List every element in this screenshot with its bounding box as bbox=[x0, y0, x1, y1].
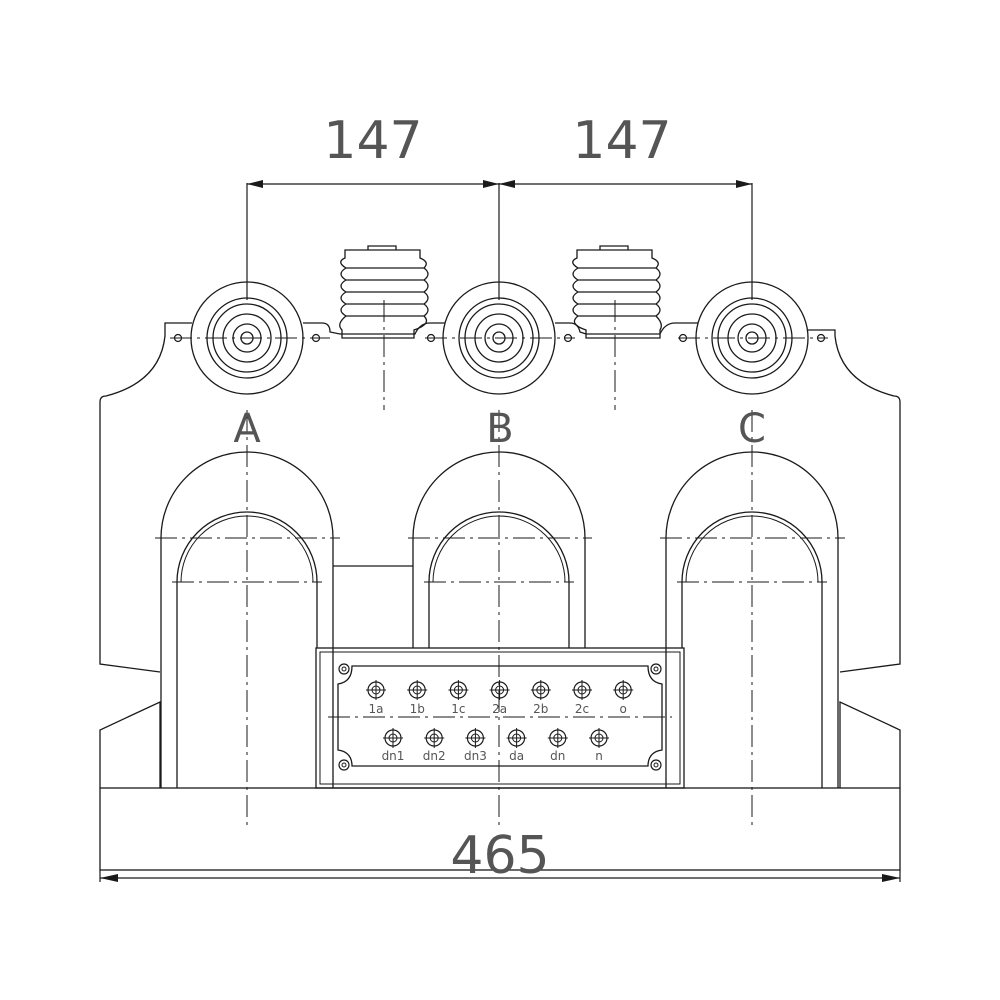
dimension-bottom: 465 bbox=[99, 826, 901, 886]
terminal-crosshair-icon bbox=[366, 680, 386, 700]
terminal-1b: 1b bbox=[407, 680, 428, 716]
terminal-label: dn bbox=[550, 749, 565, 763]
terminal-label: o bbox=[620, 702, 627, 716]
phase-label-b: B bbox=[486, 406, 513, 452]
terminal-dn1: dn1 bbox=[382, 728, 405, 763]
terminal-label: 1a bbox=[369, 702, 384, 716]
terminal-crosshair-icon bbox=[589, 728, 609, 748]
phase-labels: A B C bbox=[233, 406, 766, 452]
terminal-crosshair-icon bbox=[613, 680, 634, 700]
terminal-label: 1b bbox=[410, 702, 425, 716]
terminal-dn2: dn2 bbox=[423, 728, 446, 763]
dimension-left-spacing: 147 bbox=[323, 111, 422, 171]
terminal-label: da bbox=[509, 749, 524, 763]
terminals-row-1: 1a 1b 1c 2a 2b 2c o bbox=[366, 680, 634, 716]
terminal-crosshair-icon bbox=[424, 728, 445, 748]
terminal-crosshair-icon bbox=[572, 680, 592, 700]
terminal-1a: 1a bbox=[366, 680, 386, 716]
terminal-label: 2c bbox=[575, 702, 589, 716]
terminal-2c: 2c bbox=[572, 680, 592, 716]
terminal-dn3: dn3 bbox=[464, 728, 487, 763]
terminal-1c: 1c bbox=[448, 680, 469, 716]
terminal-2a: 2a bbox=[489, 680, 510, 716]
terminal-o: o bbox=[613, 680, 634, 716]
terminal-box: 1a 1b 1c 2a 2b 2c o dn1 dn2 dn3 da dn n bbox=[315, 647, 685, 789]
terminal-crosshair-icon bbox=[448, 680, 469, 700]
terminal-crosshair-icon bbox=[383, 728, 403, 748]
phase-label-c: C bbox=[738, 406, 766, 452]
insulator-left bbox=[339, 245, 429, 339]
terminal-label: 1c bbox=[451, 702, 465, 716]
terminal-label: dn2 bbox=[423, 749, 446, 763]
insulator-right bbox=[572, 245, 662, 339]
right-side-profile bbox=[808, 329, 901, 673]
terminal-dn: dn bbox=[547, 728, 568, 763]
terminal-label: dn1 bbox=[382, 749, 405, 763]
left-side-profile bbox=[99, 322, 175, 673]
phase-label-a: A bbox=[233, 406, 261, 452]
corner-screws bbox=[338, 663, 662, 771]
terminal-crosshair-icon bbox=[407, 680, 428, 700]
terminal-label: 2a bbox=[492, 702, 507, 716]
left-lower-chamfer bbox=[99, 700, 161, 788]
dimension-top: 147 147 bbox=[246, 111, 753, 300]
terminal-crosshair-icon bbox=[489, 680, 510, 700]
terminal-da: da bbox=[506, 728, 527, 763]
terminal-crosshair-icon bbox=[465, 728, 486, 748]
terminal-crosshair-icon bbox=[547, 728, 568, 748]
dimension-right-spacing: 147 bbox=[572, 111, 671, 171]
terminal-label: dn3 bbox=[464, 749, 487, 763]
terminal-crosshair-icon bbox=[506, 728, 527, 748]
terminal-crosshair-icon bbox=[530, 680, 551, 700]
terminal-n: n bbox=[589, 728, 609, 763]
dimension-overall-width: 465 bbox=[450, 826, 549, 886]
terminal-label: 2b bbox=[533, 702, 548, 716]
terminal-2b: 2b bbox=[530, 680, 551, 716]
center-lines bbox=[155, 300, 845, 830]
right-lower-chamfer bbox=[839, 700, 901, 788]
terminals-row-2: dn1 dn2 dn3 da dn n bbox=[382, 728, 609, 763]
terminal-label: n bbox=[595, 749, 603, 763]
